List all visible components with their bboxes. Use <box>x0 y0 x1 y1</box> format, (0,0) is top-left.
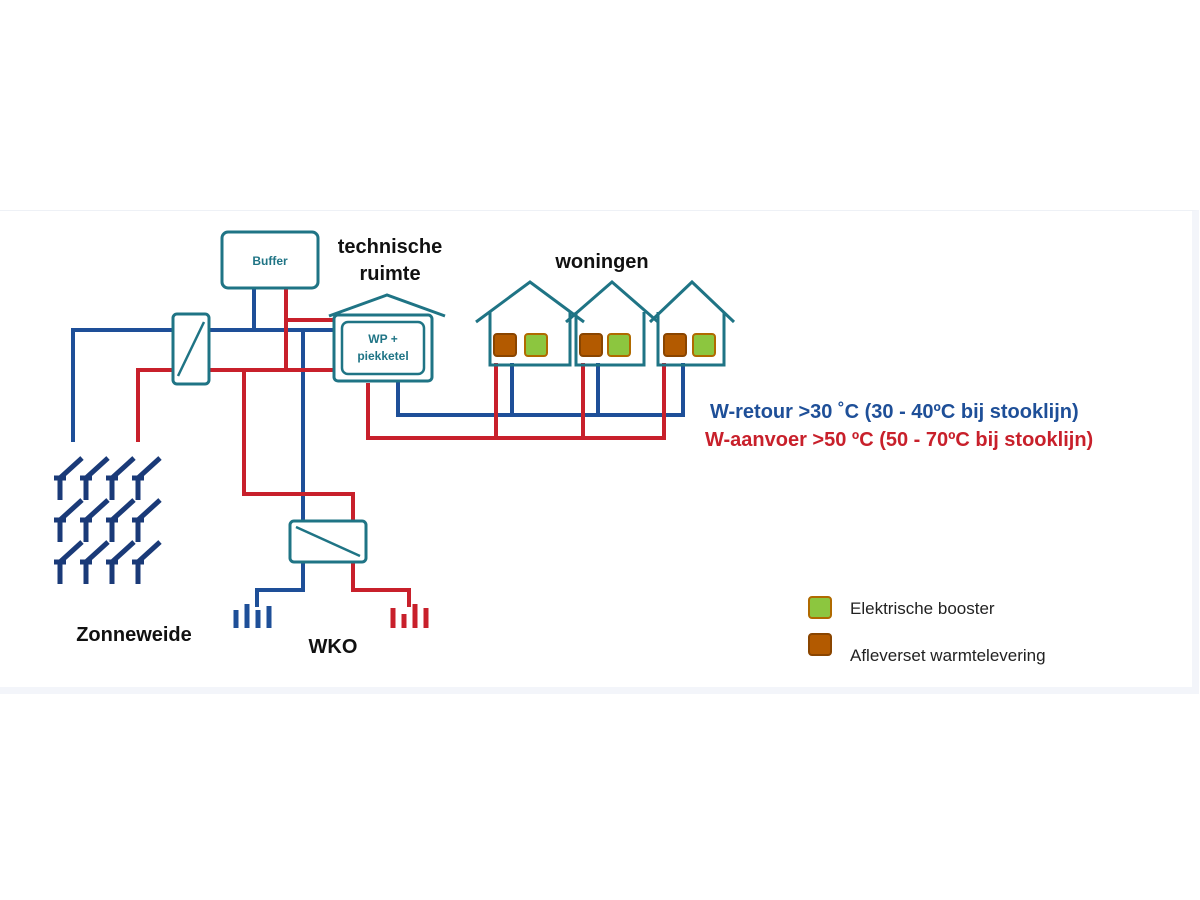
legend-booster-label: Elektrische booster <box>850 599 995 618</box>
solar-panel-icon <box>54 456 162 584</box>
heat-exchanger-icon <box>171 312 211 386</box>
afleverset-box <box>493 333 517 357</box>
return-pipe-homes <box>396 376 685 417</box>
return-pipe-solar <box>71 328 338 442</box>
buffer-tank: Buffer <box>220 230 320 290</box>
well-icon <box>233 604 272 628</box>
technische-ruimte-label-line2: ruimte <box>359 263 420 285</box>
supply-pipes <box>136 286 666 607</box>
wko-heat-exchanger-icon <box>288 519 368 564</box>
booster-box <box>524 333 548 357</box>
wp-label-line2: piekketel <box>357 349 408 363</box>
house-icon <box>565 280 659 367</box>
woningen-label: woningen <box>554 251 648 273</box>
legend-afleverset-label: Afleverset warmtelevering <box>850 646 1046 665</box>
aanvoer-line-label: W-aanvoer >50 ºC (50 - 70ºC bij stooklij… <box>705 429 1093 451</box>
buffer-label: Buffer <box>252 254 288 268</box>
supply-pipe-wko-well <box>351 560 411 607</box>
diagram-panel <box>0 210 1199 694</box>
house-icon <box>648 279 736 367</box>
booster-box <box>692 333 716 357</box>
return-pipe-wko-well <box>255 560 305 607</box>
afleverset-box <box>579 333 603 357</box>
technische-ruimte-label-line1: technische <box>338 236 442 258</box>
technical-room-building: WP + piekketel <box>328 293 446 383</box>
house-icon <box>475 280 585 367</box>
legend: Elektrische booster Afleverset warmtelev… <box>808 596 1046 665</box>
retour-line-label: W-retour >30 ˚C (30 - 40ºC bij stooklijn… <box>710 400 1079 423</box>
legend-afleverset-swatch <box>808 633 832 656</box>
well-icon <box>390 604 429 628</box>
legend-booster-swatch <box>808 596 832 619</box>
booster-box <box>607 333 631 357</box>
supply-pipe-homes <box>366 383 666 440</box>
supply-pipe-solar <box>136 368 340 442</box>
afleverset-box <box>663 333 687 357</box>
wko-label: WKO <box>309 636 358 658</box>
supply-pipe-wko <box>242 368 355 523</box>
wp-label-line1: WP + <box>368 332 397 346</box>
return-pipes <box>71 286 685 607</box>
zonneweide-label: Zonneweide <box>76 624 192 646</box>
